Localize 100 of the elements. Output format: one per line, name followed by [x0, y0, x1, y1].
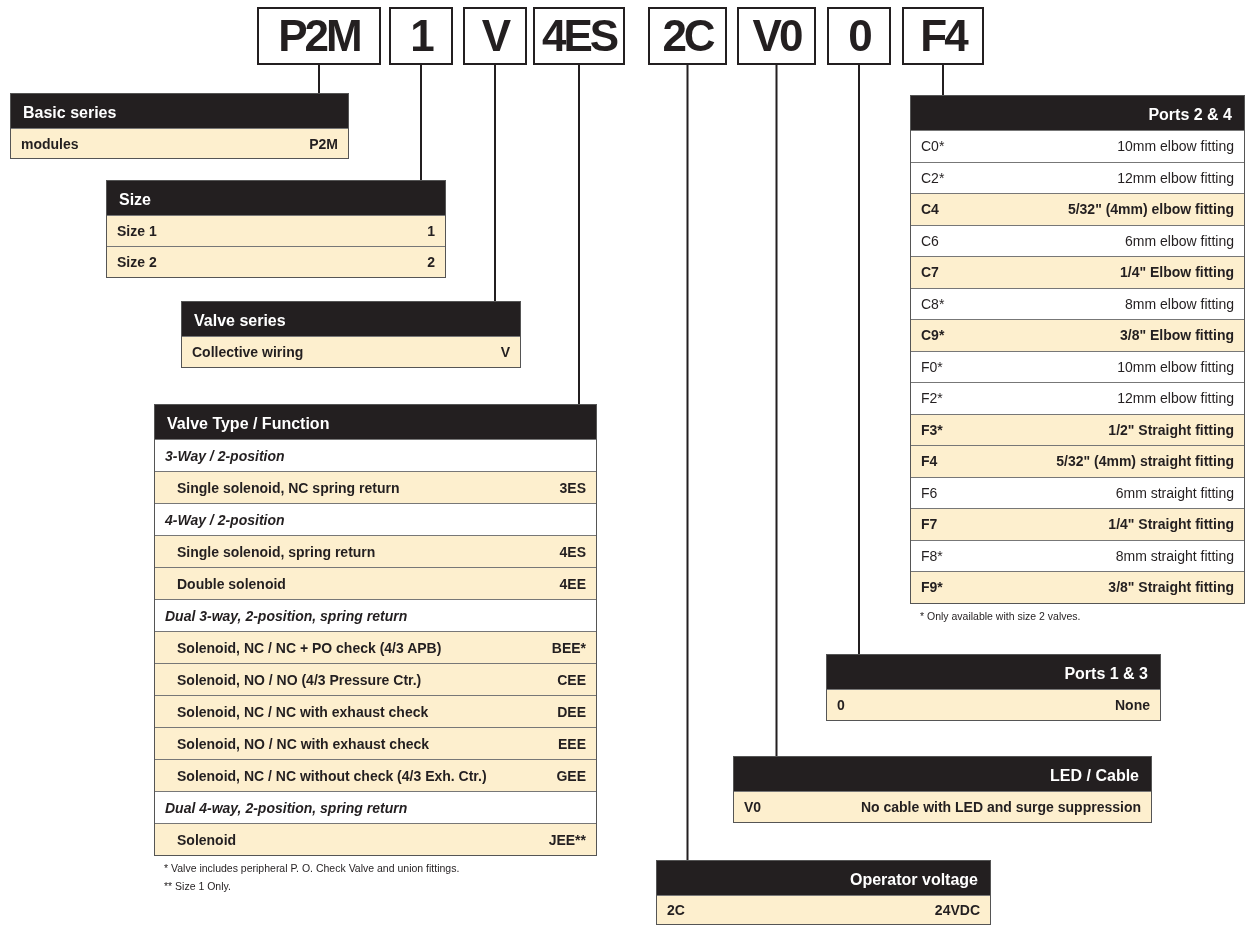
footnote: * Only available with size 2 valves. — [920, 610, 1081, 622]
table-row — [155, 823, 596, 855]
row-label-right: 3ES — [559, 479, 586, 496]
table-header: Valve Type / Function — [155, 405, 596, 439]
table-row — [911, 508, 1244, 540]
table-row — [911, 193, 1244, 225]
row-label-right: 10mm elbow fitting — [1117, 138, 1234, 155]
connector-line — [494, 64, 496, 302]
row-label-left: modules — [21, 135, 79, 152]
row-label-left: Solenoid, NC / NC without check (4/3 Exh. Ctr.) — [177, 767, 487, 784]
connector-line — [942, 64, 944, 96]
table-row — [107, 215, 445, 246]
row-label-right: No cable with LED and surge suppression — [860, 799, 1141, 815]
code-letters: 0 — [848, 14, 870, 58]
row-label-left: F6 — [921, 484, 938, 501]
table-row — [657, 895, 990, 924]
table-row — [155, 663, 596, 695]
table-row — [911, 256, 1244, 288]
option-table — [656, 860, 991, 925]
table-row — [911, 413, 1244, 445]
row-label-right: 3/8" Elbow fitting — [1120, 327, 1234, 344]
option-table — [826, 654, 1161, 721]
connector-line — [858, 64, 860, 655]
connector-line — [318, 64, 320, 94]
row-label-right: 4ES — [559, 543, 586, 560]
row-label-left: 2C — [667, 902, 685, 918]
row-label-right: 12mm elbow fitting — [1117, 169, 1234, 186]
table-row — [155, 567, 596, 599]
code-box — [648, 7, 727, 65]
option-table — [154, 404, 597, 856]
code-box — [463, 7, 527, 65]
row-label-right: 8mm elbow fitting — [1125, 295, 1234, 312]
code-letters: F4 — [920, 14, 966, 58]
table-header: Valve series — [182, 302, 520, 336]
row-label-right: 24VDC — [934, 902, 980, 918]
row-label-left: F0* — [921, 358, 943, 375]
row-label-left: Solenoid — [177, 831, 237, 848]
row-label-right: 8mm straight fitting — [1115, 547, 1234, 564]
row-label-right: V — [500, 344, 510, 360]
row-label-left: Double solenoid — [177, 575, 286, 592]
row-label-right: CEE — [557, 671, 586, 688]
table-row — [155, 695, 596, 727]
row-label-right: JEE** — [548, 831, 586, 848]
code-letters: V0 — [752, 14, 801, 58]
group-heading: Dual 3-way, 2-position, spring return — [165, 607, 408, 624]
row-label-left: Single solenoid, spring return — [177, 543, 376, 560]
row-label-left: F2* — [921, 390, 943, 407]
connector-line — [686, 64, 689, 861]
group-heading: Dual 4-way, 2-position, spring return — [165, 799, 408, 816]
option-table — [733, 756, 1152, 823]
row-label-left: C6 — [921, 232, 939, 249]
code-box — [827, 7, 891, 65]
code-box — [737, 7, 816, 65]
row-label-left: C9* — [921, 327, 945, 344]
row-label-left: C8* — [921, 295, 945, 312]
row-label-right: 2 — [427, 254, 435, 270]
row-label-right: 5/32" (4mm) elbow fitting — [1067, 201, 1234, 218]
code-box — [902, 7, 984, 65]
table-header: Size — [107, 181, 445, 215]
table-row — [827, 689, 1160, 720]
row-label-right: DEE — [557, 703, 586, 720]
row-label-left: C7 — [921, 264, 939, 281]
row-label-left: F9* — [921, 579, 943, 596]
code-letters: 2C — [662, 14, 713, 58]
group-heading: 3-Way / 2-position — [165, 447, 285, 464]
row-label-right: None — [1115, 697, 1150, 713]
row-label-right: 1/2" Straight fitting — [1108, 421, 1234, 438]
row-label-right: P2M — [309, 135, 338, 152]
table-header: Basic series — [11, 94, 348, 128]
code-letters: P2M — [278, 14, 360, 58]
row-label-right: BEE* — [551, 639, 586, 656]
row-label-right: GEE — [556, 767, 586, 784]
row-label-left: Solenoid, NC / NC with exhaust check — [177, 703, 429, 720]
row-label-left: Collective wiring — [192, 344, 304, 360]
row-label-left: Solenoid, NO / NC with exhaust check — [177, 735, 430, 752]
row-label-right: 4EE — [559, 575, 586, 592]
table-row — [155, 631, 596, 663]
code-letters: 1 — [410, 14, 432, 58]
row-label-left: V0 — [744, 799, 762, 815]
row-label-left: C2* — [921, 169, 945, 186]
table-row — [911, 571, 1244, 603]
table-header: Ports 2 & 4 — [911, 96, 1244, 130]
row-label-right: 5/32" (4mm) straight fitting — [1056, 453, 1234, 470]
row-label-right: 10mm elbow fitting — [1117, 358, 1234, 375]
code-box — [389, 7, 453, 65]
row-label-left: Solenoid, NO / NO (4/3 Pressure Ctr.) — [177, 671, 422, 688]
row-label-left: F7 — [921, 516, 938, 533]
code-letters: V — [481, 14, 509, 58]
table-row — [734, 791, 1151, 822]
code-box — [533, 7, 625, 65]
row-label-left: 0 — [837, 697, 845, 713]
table-header: Ports 1 & 3 — [827, 655, 1160, 689]
row-label-left: C4 — [921, 201, 939, 218]
connector-line — [578, 64, 580, 405]
group-heading: 4-Way / 2-position — [165, 511, 285, 528]
table-row — [155, 471, 596, 503]
row-label-left: Size 2 — [117, 254, 157, 270]
connector-line — [775, 64, 778, 757]
row-label-left: F3* — [921, 421, 943, 438]
row-label-right: 1 — [427, 223, 435, 239]
